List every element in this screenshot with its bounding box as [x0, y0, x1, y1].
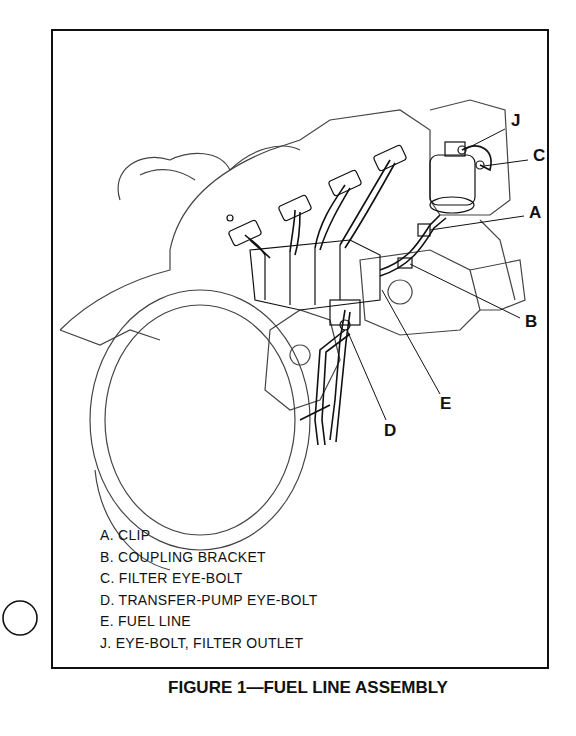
injector-pump — [250, 240, 380, 325]
clip-and-bracket — [340, 224, 430, 330]
frame-border — [52, 30, 548, 668]
legend-entry: D. TRANSFER-PUMP EYE-BOLT — [100, 593, 318, 608]
fuel-filter — [430, 142, 484, 213]
injectors — [227, 144, 407, 246]
engine-block — [60, 100, 525, 570]
callout-letter: D — [383, 422, 397, 441]
figure-caption: FIGURE 1—FUEL LINE ASSEMBLY — [168, 679, 448, 698]
legend-entry: B. COUPLING BRACKET — [100, 550, 266, 565]
legend-entry: A. CLIP — [100, 528, 150, 543]
callout-letter: B — [524, 313, 538, 332]
callout-letter: A — [528, 204, 542, 223]
callout-letter: E — [439, 395, 452, 414]
leader-lines — [347, 129, 528, 420]
callout-letter: C — [532, 147, 546, 166]
legend-entry: E. FUEL LINE — [100, 614, 191, 629]
callout-letter: J — [510, 112, 521, 131]
legend-entry: J. EYE-BOLT, FILTER OUTLET — [100, 636, 303, 651]
legend-entry: C. FILTER EYE-BOLT — [100, 571, 243, 586]
punch-hole — [3, 601, 37, 635]
fuel-lines — [245, 146, 491, 445]
